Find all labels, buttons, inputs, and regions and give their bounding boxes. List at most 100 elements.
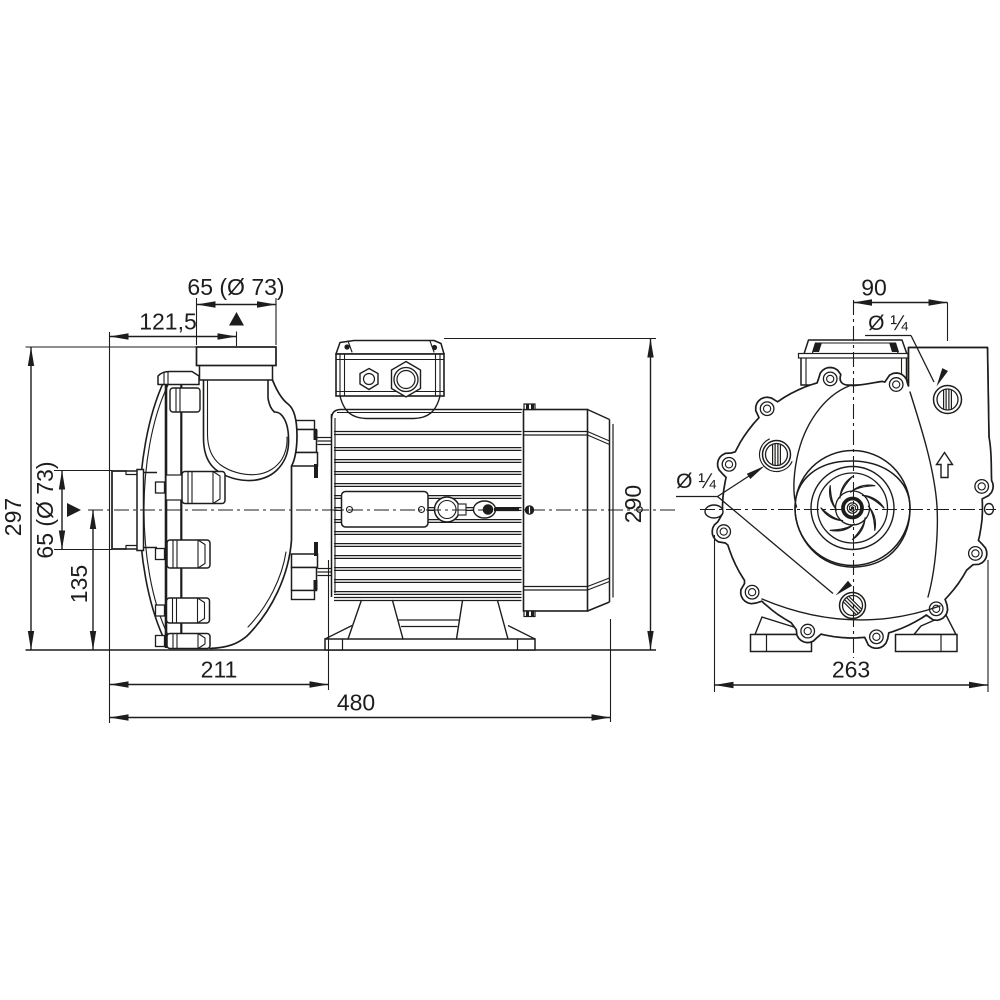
- circle-shape: [759, 401, 775, 417]
- rect-shape: [154, 547, 166, 561]
- dimension-label: 121,5: [139, 309, 197, 335]
- side-dimensions: 65 (Ø 73) 121,5 297 65 (Ø 73) 135 211 48…: [0, 274, 656, 723]
- path-shape: [969, 681, 988, 689]
- path-shape: [758, 438, 793, 473]
- pump-casing: [202, 379, 298, 650]
- path-shape: [267, 379, 276, 413]
- circle-shape: [721, 456, 737, 472]
- rect-shape: [531, 404, 534, 409]
- path-shape: [853, 299, 872, 306]
- dimension-label: 135: [66, 565, 92, 603]
- circle-shape: [762, 404, 772, 413]
- path-shape: [339, 395, 441, 420]
- rotation-direction-arrow: [935, 451, 954, 479]
- circle-shape: [822, 371, 838, 387]
- path-shape: [247, 551, 287, 628]
- line-segment: [717, 496, 834, 594]
- volute-contour-left: [793, 385, 850, 508]
- circle-shape: [868, 629, 884, 645]
- path-shape: [217, 333, 237, 340]
- rect-shape: [523, 403, 536, 411]
- dimension-label: 65 (Ø 73): [187, 274, 284, 300]
- path-shape: [429, 340, 435, 353]
- rect-shape: [165, 597, 211, 624]
- front-view: 90 Ø ¼ Ø ¼ 263: [676, 275, 996, 692]
- circle-shape: [834, 490, 871, 526]
- line-segment: [324, 624, 353, 640]
- circle-shape: [936, 388, 959, 411]
- circle-shape: [816, 472, 889, 544]
- path-shape: [196, 597, 206, 624]
- path-shape: [835, 580, 853, 596]
- path-shape: [27, 347, 35, 366]
- path-shape: [309, 681, 329, 688]
- discharge-nozzle: [195, 346, 277, 381]
- path-shape: [58, 470, 66, 490]
- line-segment: [587, 601, 610, 612]
- line-segment: [848, 596, 862, 610]
- front-dimensions: 90 Ø ¼ Ø ¼ 263: [676, 275, 989, 692]
- path-shape: [802, 339, 909, 358]
- path-shape: [330, 408, 523, 419]
- path-shape: [889, 342, 899, 352]
- rect-shape: [526, 404, 529, 409]
- path-shape: [109, 333, 129, 340]
- circle-shape: [803, 626, 812, 636]
- circle-shape: [393, 366, 419, 393]
- rect-shape: [335, 353, 445, 397]
- path-shape: [647, 338, 654, 358]
- rect-shape: [154, 634, 166, 648]
- path-shape: [212, 470, 221, 505]
- path-shape: [109, 714, 129, 721]
- line-segment: [844, 599, 859, 614]
- rect-shape: [313, 580, 318, 590]
- line-segment: [910, 335, 935, 383]
- path-shape: [206, 379, 288, 476]
- dimension-label: 211: [201, 657, 238, 683]
- path-shape: [27, 631, 35, 650]
- circle-shape: [764, 442, 789, 467]
- motor-adapter: [290, 419, 332, 601]
- rect-shape: [894, 633, 958, 653]
- path-shape: [203, 380, 297, 649]
- casing-bolt: [154, 539, 211, 569]
- dimension-label: 290: [620, 485, 646, 523]
- path-shape: [111, 470, 127, 550]
- dimension-label: Ø ¼: [868, 312, 908, 335]
- discharge-flow-arrow: [229, 312, 244, 326]
- dimension-label: 263: [832, 657, 870, 683]
- circle-shape: [724, 460, 734, 469]
- circle-shape: [362, 372, 376, 386]
- circle-shape: [431, 344, 438, 351]
- casing-bolt: [154, 597, 211, 624]
- inlet-bore: [794, 449, 911, 567]
- circle-shape: [344, 344, 350, 350]
- drain-plug-bottom: [838, 591, 867, 620]
- path-shape: [202, 379, 290, 482]
- circle-shape: [892, 380, 901, 389]
- motor-nameplate: [340, 490, 429, 528]
- rect-shape: [531, 611, 534, 616]
- dimension-label: 90: [861, 275, 887, 301]
- rect-shape: [313, 430, 318, 440]
- motor-feet: [324, 599, 536, 651]
- circle-shape: [396, 369, 416, 390]
- line-segment: [587, 430, 610, 442]
- drain-plug-left: [758, 438, 793, 473]
- circle-shape: [826, 374, 835, 384]
- path-shape: [928, 299, 948, 306]
- circle-shape: [744, 584, 760, 600]
- circle-shape: [841, 496, 864, 520]
- path-shape: [591, 714, 611, 721]
- circle-shape: [719, 527, 728, 536]
- path-shape: [936, 368, 948, 387]
- rect-shape: [314, 464, 318, 478]
- rect-shape: [169, 387, 201, 413]
- circle-shape: [841, 594, 864, 617]
- rect-shape: [154, 481, 166, 494]
- casing-top-lug: [157, 370, 201, 413]
- path-shape: [347, 599, 404, 640]
- front-feet: [749, 614, 958, 653]
